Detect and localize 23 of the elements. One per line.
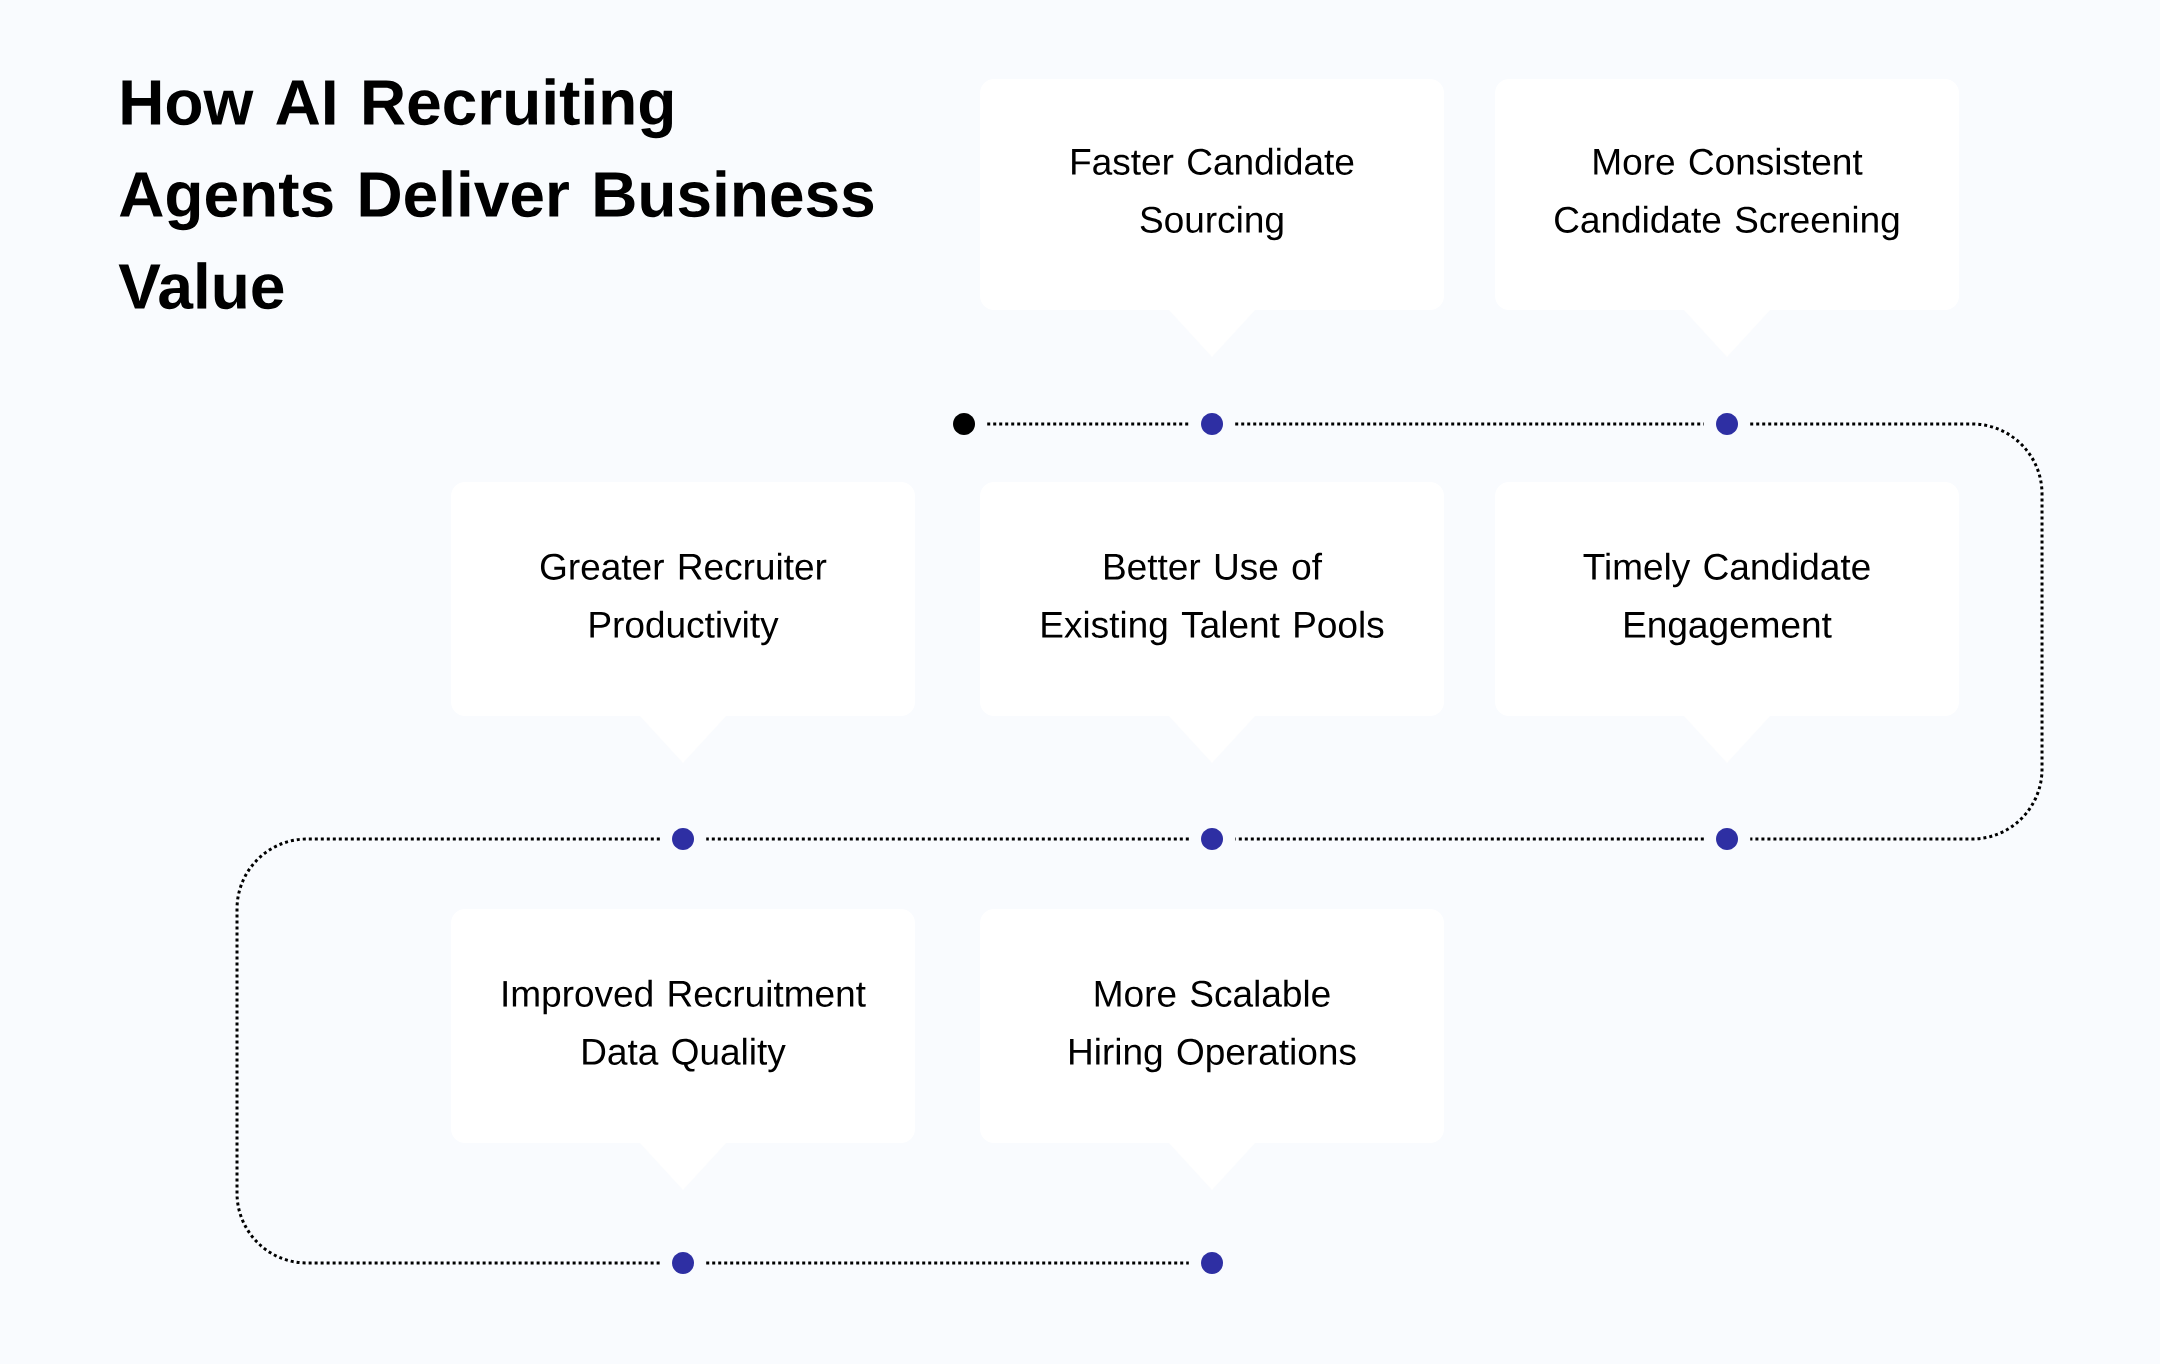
callout-box: Faster Candidate Sourcing [980,79,1444,357]
dot [1201,413,1223,435]
callout-box: More Consistent Candidate Screening [1495,79,1959,357]
dotted-connector [987,422,1189,426]
title: How AI Recruiting Agents Deliver Business Value [118,78,874,310]
dotted-connector [706,837,1189,841]
callout-box: Improved Recruitment Data Quality [451,909,915,1190]
dotted-connector [1235,837,1704,841]
dotted-connector [1235,422,1704,426]
dotted-connector [706,1261,1189,1265]
callout-box: More Scalable Hiring Operations [980,909,1444,1190]
dot [1201,1252,1223,1274]
dot [672,1252,694,1274]
callout-box: Better Use of Existing Talent Pools [980,482,1444,763]
callout-box: Timely Candidate Engagement [1495,482,1959,763]
dotted-connector [235,837,660,1265]
dot [1716,828,1738,850]
dot [672,828,694,850]
dotted-connector [1750,422,2044,841]
dot [1201,828,1223,850]
callout-box: Greater Recruiter Productivity [451,482,915,763]
dot [953,413,975,435]
dot [1716,413,1738,435]
